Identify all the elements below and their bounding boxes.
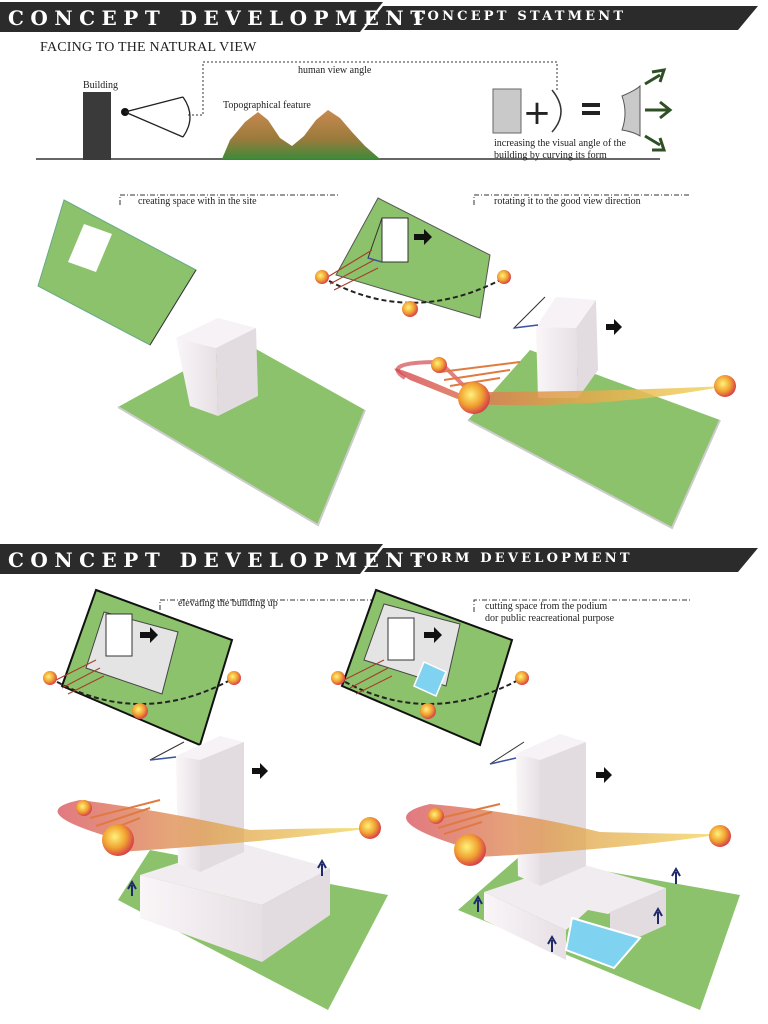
step-1-caption: creating space with in the site: [138, 196, 257, 207]
podium-top: [140, 843, 330, 905]
site-plan-2: [335, 197, 491, 319]
step-2-caption: rotating it to the good view direction: [494, 196, 641, 207]
flat-form-icon: [492, 88, 522, 134]
curve-caption-2: building by curving its form: [494, 150, 607, 161]
svg-text:+: +: [523, 93, 552, 133]
step-4-caption-2: dor public reacreational purpose: [485, 613, 615, 624]
banner-main-title: CONCEPT DEVELOPMENT: [8, 6, 432, 30]
pool: [564, 916, 642, 970]
topography-shape: [222, 110, 380, 159]
curve-caption-1: increasing the visual angle of the: [494, 138, 626, 149]
facing-title: FACING TO THE NATURAL VIEW: [40, 40, 257, 55]
building-icon: [83, 92, 111, 160]
plot-footprint: [68, 224, 112, 272]
building-label: Building: [83, 80, 119, 91]
concept-banner-bottom: CONCEPT DEVELOPMENT FORM DEVELOPMENT: [0, 542, 768, 578]
banner-shape: [0, 2, 758, 32]
banner-sub-title: CONCEPT STATMENT: [414, 9, 627, 24]
site-slab-1: [118, 340, 365, 525]
view-angle-label: human view angle: [298, 65, 372, 76]
pool-plan: [413, 660, 447, 698]
step-4-caption-1: cutting space from the podium: [485, 601, 608, 612]
site-plan-1: [37, 199, 197, 346]
block-top: [176, 318, 256, 348]
topo-label: Topographical feature: [223, 100, 311, 111]
concept-banner-top: CONCEPT DEVELOPMENT CONCEPT STATMENT: [0, 0, 768, 36]
banner-main-title-2: CONCEPT DEVELOPMENT: [8, 548, 432, 572]
curved-form-icon: [621, 84, 641, 137]
step-3-caption: elevating the building up: [178, 598, 278, 609]
banner-sub-title-2: FORM DEVELOPMENT: [414, 551, 633, 566]
